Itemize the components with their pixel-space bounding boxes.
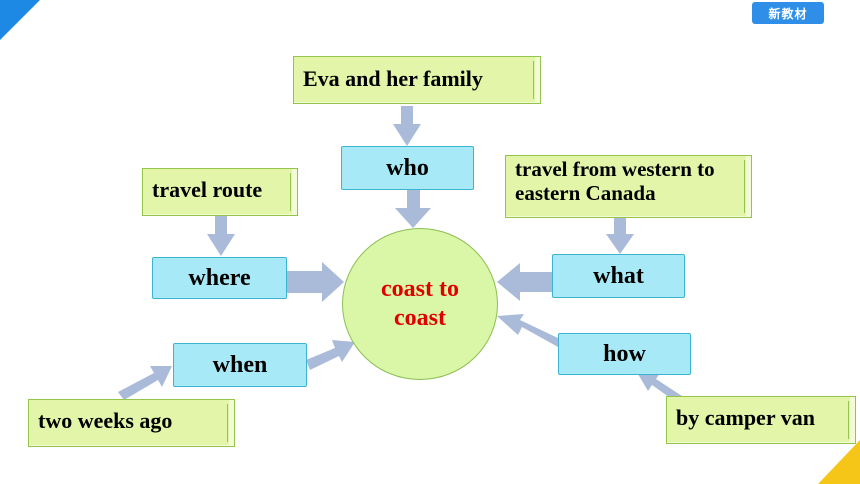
arrow-where-to-center <box>287 262 344 302</box>
question-who-label: who <box>386 154 429 181</box>
answer-how-note: by camper van <box>666 396 856 444</box>
question-what-box: what <box>552 254 685 298</box>
center-topic-label: coast to coast <box>381 276 459 331</box>
question-when-label: when <box>212 351 268 378</box>
answer-where-text: travel route <box>152 177 263 202</box>
arrow-route-to-where <box>207 216 235 256</box>
answer-what-note: travel from western to eastern Canada <box>505 155 752 218</box>
arrow-family-to-who <box>393 106 421 146</box>
corner-decoration-top-left <box>0 0 40 40</box>
arrow-how-to-center <box>497 314 560 347</box>
center-topic-circle: coast to coast <box>342 228 498 380</box>
answer-when-text: two weeks ago <box>38 408 173 433</box>
question-how-box: how <box>558 333 691 375</box>
corner-decoration-bottom-right <box>818 440 860 484</box>
question-where-box: where <box>152 257 287 299</box>
arrow-ago-to-when <box>118 366 172 400</box>
answer-what-text: travel from western to eastern Canada <box>515 157 715 205</box>
arrow-what-to-center <box>497 263 552 301</box>
question-where-label: where <box>188 264 251 291</box>
textbook-badge-label: 新教材 <box>768 6 808 21</box>
question-when-box: when <box>173 343 307 387</box>
question-what-label: what <box>593 262 644 289</box>
answer-where-note: travel route <box>142 168 298 216</box>
arrow-canada-to-what <box>606 218 634 254</box>
answer-who-note: Eva and her family <box>293 56 541 104</box>
question-who-box: who <box>341 146 474 190</box>
textbook-badge: 新教材 <box>752 2 824 24</box>
answer-how-text: by camper van <box>676 405 815 430</box>
answer-when-note: two weeks ago <box>28 399 235 447</box>
arrow-van-to-how <box>638 373 682 402</box>
arrow-who-to-center <box>395 190 431 228</box>
arrow-when-to-center <box>306 340 355 370</box>
answer-who-text: Eva and her family <box>303 66 483 91</box>
question-how-label: how <box>603 340 646 367</box>
